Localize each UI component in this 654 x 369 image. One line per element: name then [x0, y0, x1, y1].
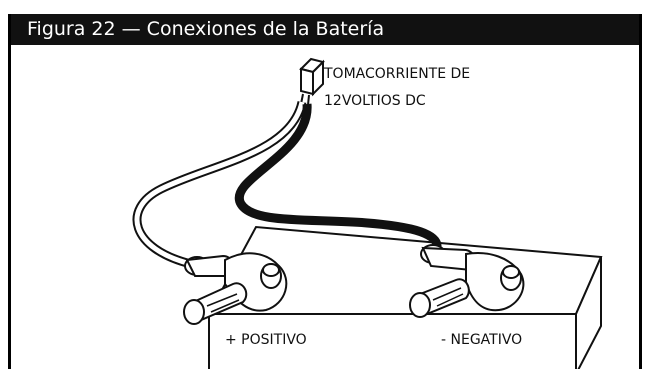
outlet-label-line1: TOMACORRIENTE DE [324, 66, 471, 82]
outlet-label-line2: 12VOLTIOS DC [324, 93, 426, 109]
dc-outlet-plug-icon [299, 57, 325, 106]
positive-terminal-label: + POSITIVO [225, 332, 307, 348]
positive-clip-icon [183, 252, 288, 325]
battery-connection-diagram [132, 57, 603, 369]
negative-clip-icon [409, 244, 525, 318]
battery-front-face [208, 313, 577, 369]
battery-side-face [575, 256, 602, 369]
positive-wire [132, 100, 307, 269]
figure-title: Figura 22 — Conexiones de la Batería [11, 14, 639, 45]
negative-terminal-label: - NEGATIVO [441, 332, 523, 348]
figure-frame: Figura 22 — Conexiones de la Batería [8, 14, 642, 369]
negative-wire [234, 103, 442, 257]
